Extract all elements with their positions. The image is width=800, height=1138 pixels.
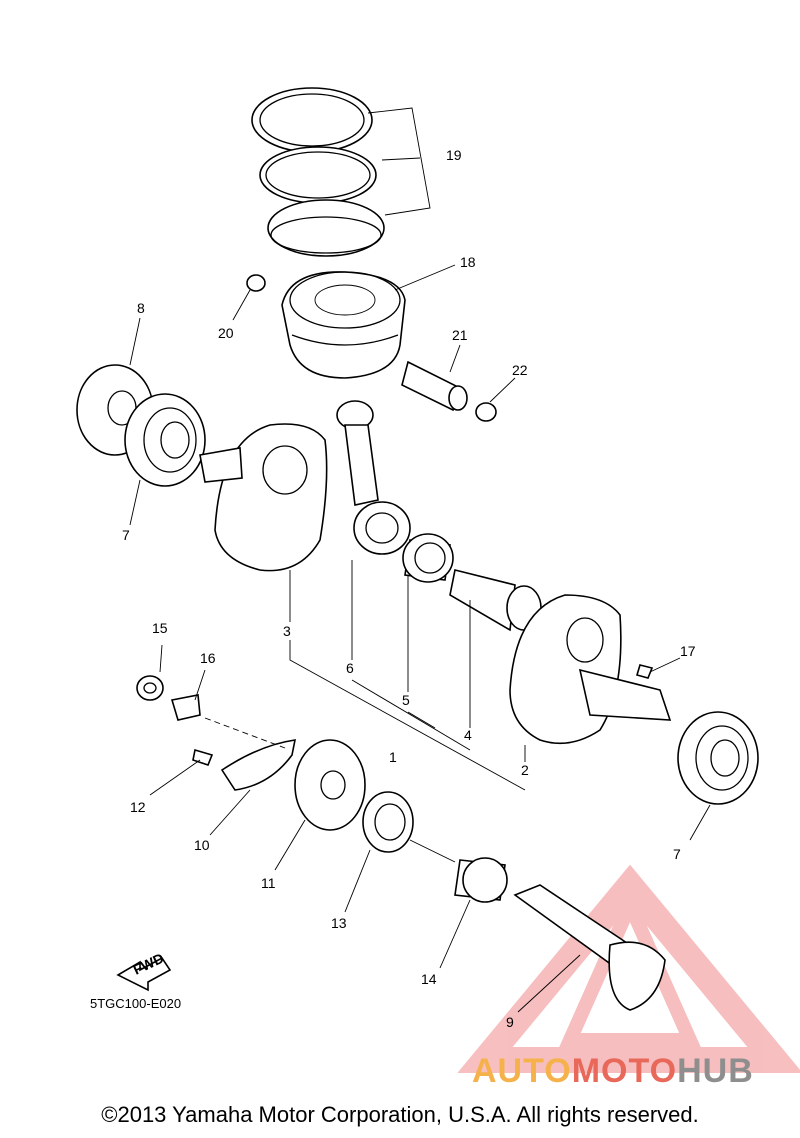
- logo-part-hub: HUB: [677, 1052, 754, 1090]
- crank-web-right: [509, 594, 672, 745]
- label-11: 11: [261, 875, 276, 891]
- fwd-arrow-icon: FWD: [116, 950, 172, 992]
- leader-lines: [129, 107, 711, 1013]
- label-2: 2: [521, 762, 529, 778]
- label-4: 4: [464, 727, 472, 743]
- crank-web-left: [199, 423, 328, 572]
- connecting-rod: [336, 400, 411, 555]
- label-7-left: 7: [122, 527, 130, 543]
- label-12: 12: [130, 799, 146, 815]
- label-20: 20: [218, 325, 234, 341]
- label-16: 16: [200, 650, 216, 666]
- label-13: 13: [331, 915, 347, 931]
- needle-bearing: [402, 533, 454, 583]
- label-22: 22: [512, 362, 528, 378]
- small-parts: [136, 675, 366, 831]
- label-10: 10: [194, 837, 210, 853]
- label-9: 9: [506, 1014, 514, 1030]
- label-1: 1: [389, 749, 397, 765]
- label-7-right: 7: [673, 846, 681, 862]
- label-18: 18: [460, 254, 476, 270]
- label-6: 6: [346, 660, 354, 676]
- logo-part-moto: MOTO: [571, 1052, 678, 1090]
- label-5: 5: [402, 692, 410, 708]
- label-14: 14: [421, 971, 437, 987]
- label-17: 17: [680, 643, 696, 659]
- bearing-right: [677, 711, 759, 805]
- piston-pin: [401, 360, 468, 412]
- label-19: 19: [446, 147, 462, 163]
- label-8: 8: [137, 300, 145, 316]
- watermark-logo: AUTOMOTOHUB: [472, 1052, 754, 1091]
- logo-part-auto: AUTO: [472, 1052, 572, 1090]
- piston-pin-clips: [246, 274, 497, 422]
- bearing-left: [124, 393, 206, 487]
- diagram-code: 5TGC100-E020: [90, 996, 182, 1011]
- label-21: 21: [452, 327, 468, 343]
- part-labels: 19 18 20 21 22 8 7 3 6 5 4 1 2 15 16 17 …: [122, 147, 696, 1030]
- copyright-notice: ©2013 Yamaha Motor Corporation, U.S.A. A…: [101, 1102, 699, 1127]
- label-15: 15: [152, 620, 168, 636]
- crank-pin: [449, 569, 542, 632]
- label-3: 3: [283, 623, 291, 639]
- piston: [281, 271, 406, 379]
- balancer-parts: [362, 791, 666, 1011]
- piston-rings: [251, 87, 385, 257]
